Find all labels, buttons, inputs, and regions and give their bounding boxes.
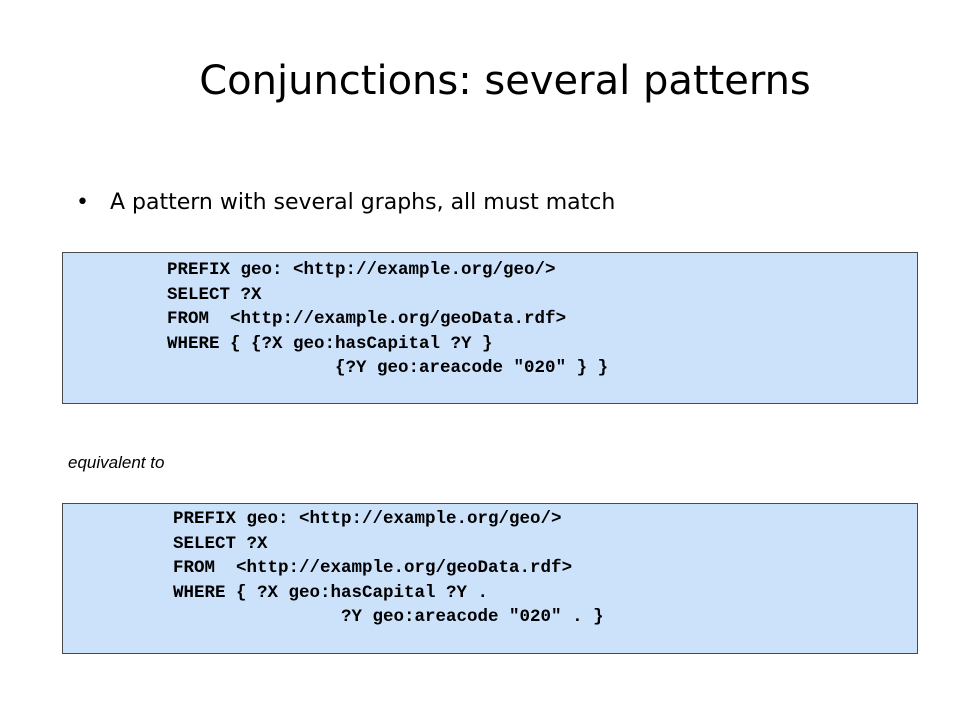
code-line: WHERE { ?X geo:hasCapital ?Y . xyxy=(173,582,489,603)
code-line: PREFIX geo: <http://example.org/geo/> xyxy=(167,260,556,280)
code-line: {?Y geo:areacode "020" } } xyxy=(167,358,609,378)
code-text: PREFIX geo: <http://example.org/geo/> SE… xyxy=(173,507,604,630)
code-line: SELECT ?X xyxy=(173,533,268,554)
code-line: WHERE { {?X geo:hasCapital ?Y } xyxy=(167,333,493,354)
slide-title: Conjunctions: several patterns xyxy=(199,58,811,104)
code-line: SELECT ?X xyxy=(167,284,262,305)
code-line: FROM <http://example.org/geoData.rdf> xyxy=(167,309,567,329)
bullet-marker: • xyxy=(76,190,89,215)
code-line: PREFIX geo: <http://example.org/geo/> xyxy=(173,509,562,529)
code-line: FROM <http://example.org/geoData.rdf> xyxy=(173,558,573,578)
equivalent-caption: equivalent to xyxy=(68,453,165,472)
code-text: PREFIX geo: <http://example.org/geo/> SE… xyxy=(167,258,608,381)
bullet-item: • A pattern with several graphs, all must… xyxy=(76,190,615,215)
code-line: ?Y geo:areacode "020" . } xyxy=(173,607,604,627)
code-block-flat-patterns: PREFIX geo: <http://example.org/geo/> SE… xyxy=(62,503,918,654)
bullet-text: A pattern with several graphs, all must … xyxy=(110,190,616,215)
code-block-nested-patterns: PREFIX geo: <http://example.org/geo/> SE… xyxy=(62,252,918,404)
